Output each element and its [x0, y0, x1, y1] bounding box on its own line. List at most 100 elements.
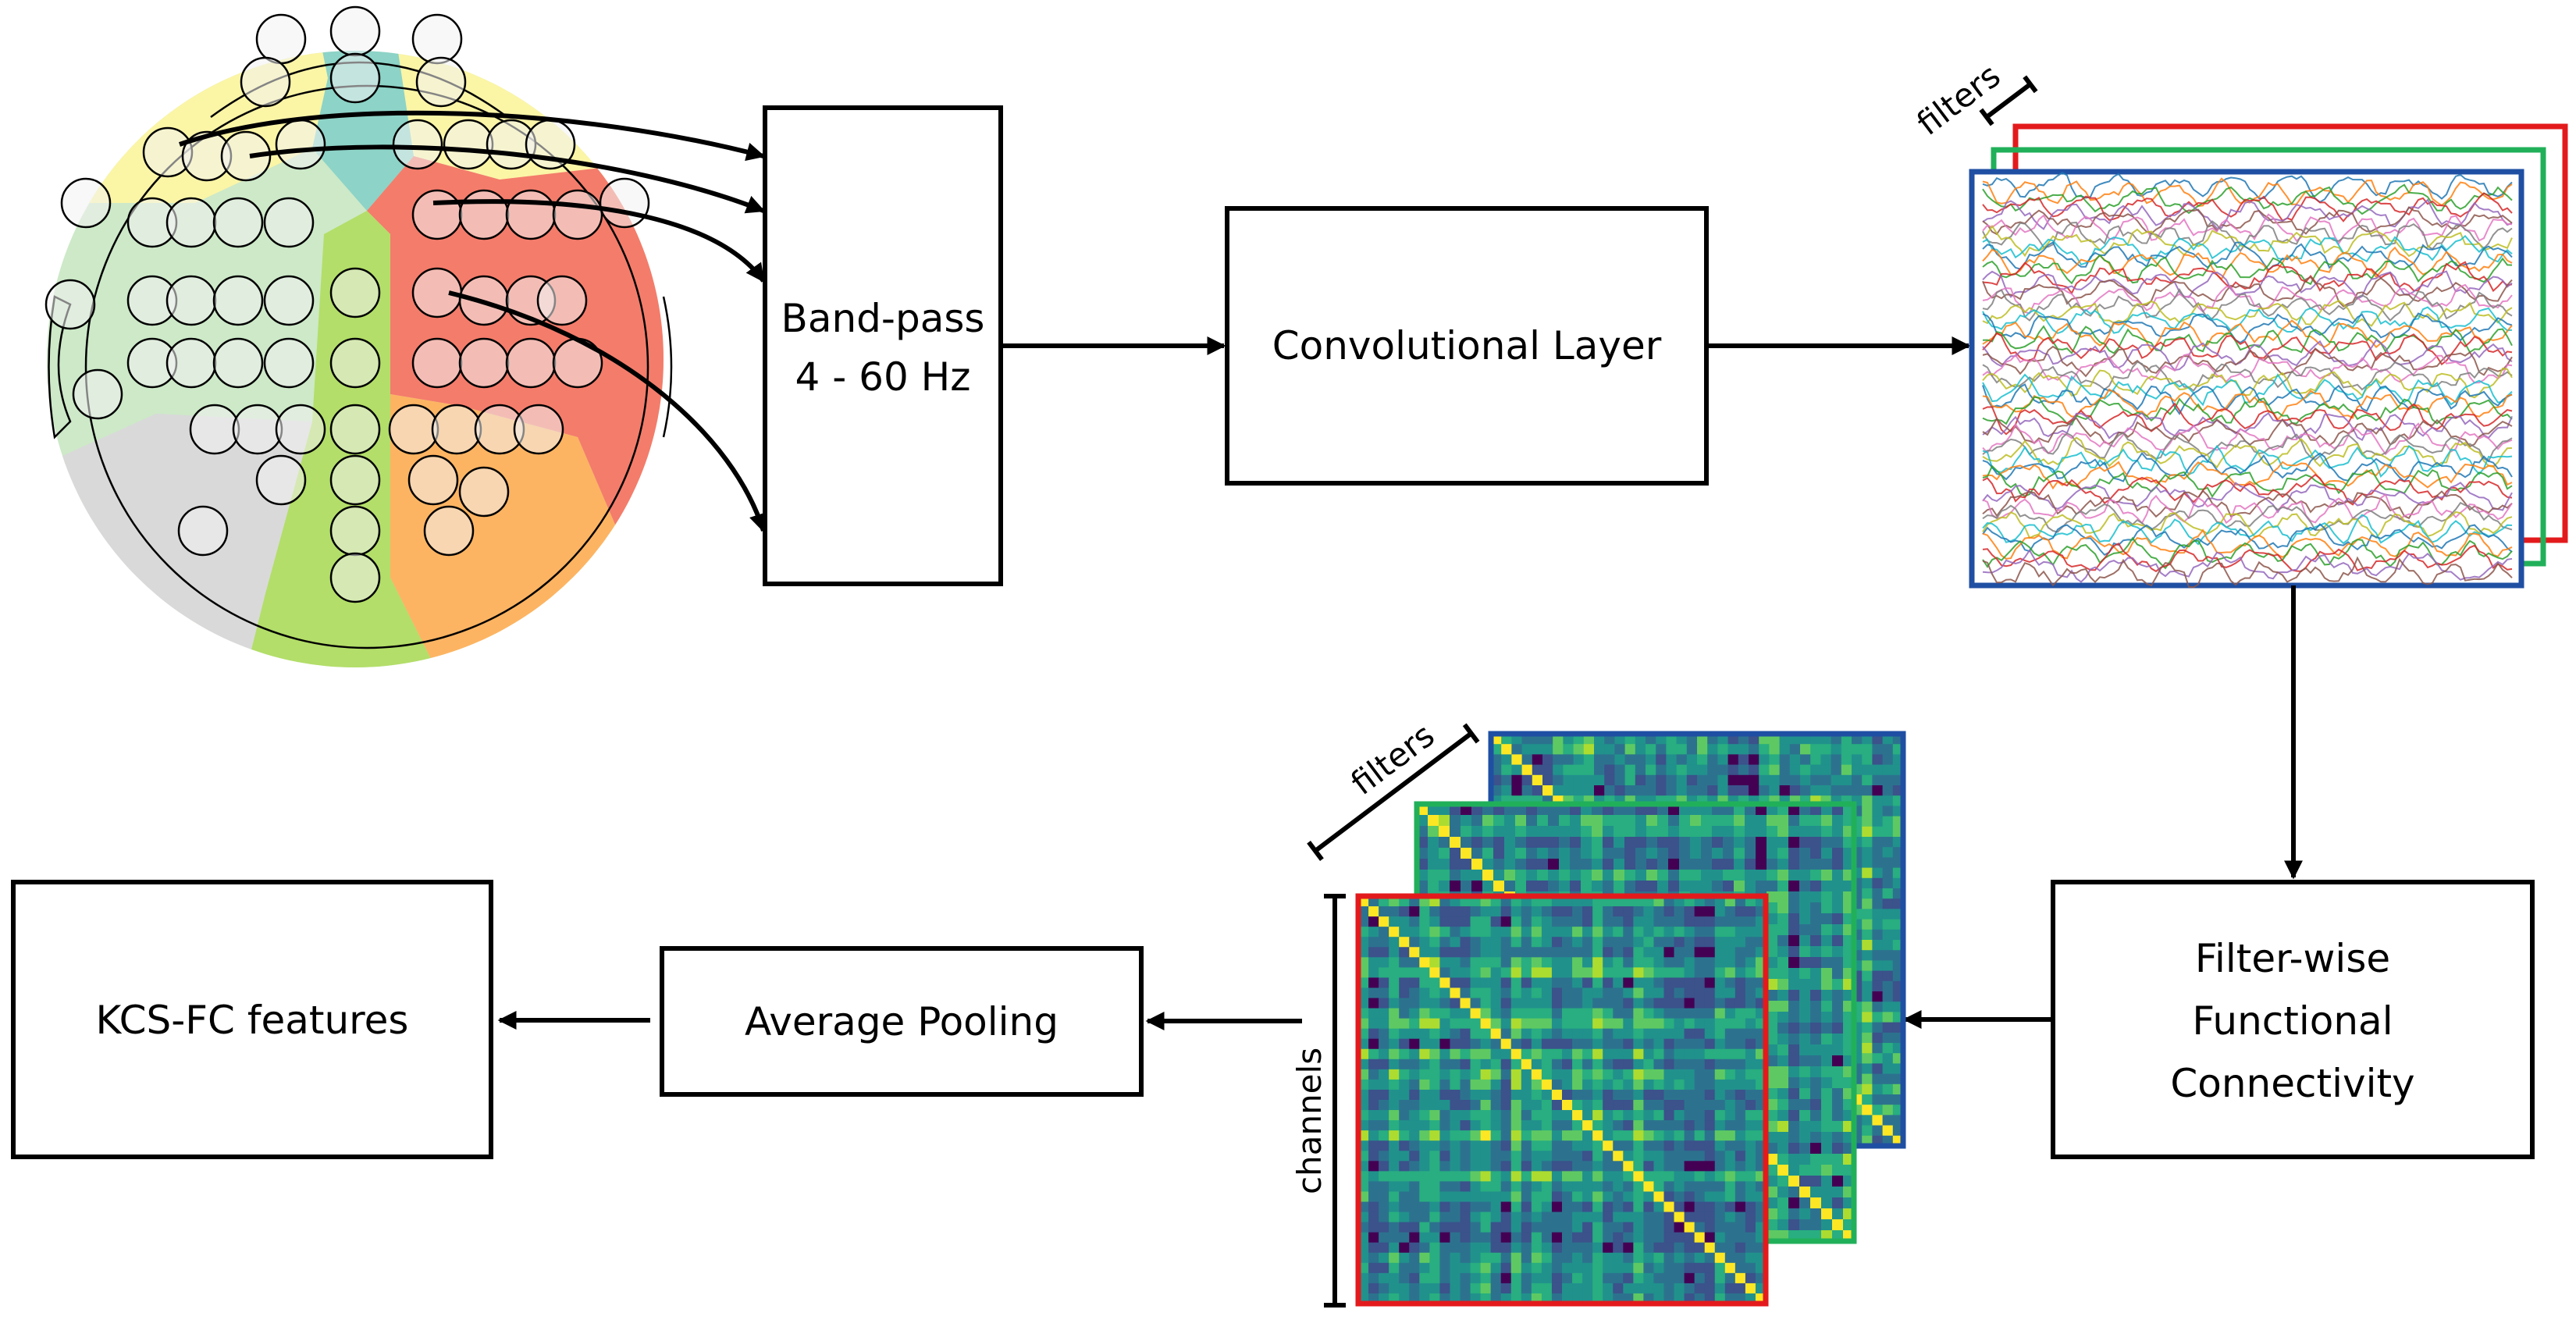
electrode-58	[423, 505, 475, 557]
electrode-19	[411, 189, 463, 240]
signal-trace-18	[1982, 300, 2513, 327]
curve-arrow-3	[432, 199, 766, 283]
eeg-signal-traces	[1982, 172, 2513, 589]
bandpass-rect	[763, 105, 1003, 586]
fc-label-1: Filter-wise	[2195, 936, 2390, 981]
fc-label-2: Functional	[2192, 998, 2393, 1044]
electrode-35	[165, 337, 217, 389]
electrode-26	[212, 275, 264, 326]
signal-trace-34	[1982, 411, 2513, 441]
electrode-52	[255, 454, 307, 506]
filtered-signal-stack: filters	[1910, 56, 2568, 589]
signal-trace-46	[1982, 493, 2513, 525]
electrode-44	[189, 404, 240, 455]
electrode-11	[443, 119, 494, 170]
curve-arrow-4	[448, 290, 767, 533]
conv-box: Convolutional Layer	[1225, 206, 1709, 486]
signal-trace-44	[1982, 482, 2513, 514]
conv-rect	[1225, 206, 1709, 486]
channels-label: channels	[1290, 1048, 1329, 1194]
kcs-label: KCS-FC features	[96, 998, 409, 1043]
filters-dimension-top	[1979, 75, 2038, 126]
signal-trace-24	[1982, 339, 2513, 372]
signal-trace-11	[1982, 246, 2513, 281]
electrode-14	[60, 177, 112, 229]
fc-box: Filter-wise Functional Connectivity	[2051, 880, 2535, 1159]
signal-trace-52	[1982, 536, 2513, 570]
electrode-56	[177, 505, 229, 557]
electrode-45	[232, 404, 283, 455]
electrode-49	[431, 404, 482, 455]
eeg-head-map	[44, 5, 673, 667]
signal-trace-55	[1982, 556, 2513, 589]
region-frontal-midline	[312, 51, 414, 211]
signal-trace-36	[1982, 422, 2513, 456]
kcs-box: KCS-FC features	[11, 880, 493, 1159]
filters-label-mid: filters	[1344, 716, 1442, 802]
electrode-55	[458, 466, 510, 518]
signal-trace-27	[1982, 361, 2513, 392]
signal-trace-12	[1982, 254, 2513, 286]
signal-trace-20	[1982, 312, 2513, 344]
signal-trace-43	[1982, 473, 2513, 506]
curve-arrow-1	[179, 110, 766, 162]
filters-dimension-mid	[1307, 723, 1480, 861]
signal-trace-17	[1982, 288, 2513, 322]
signal-trace-30	[1982, 383, 2513, 415]
electrode-28	[329, 267, 381, 318]
signal-trace-16	[1982, 283, 2513, 315]
bandpass-label-2: 4 - 60 Hz	[795, 354, 971, 400]
signal-trace-25	[1982, 345, 2513, 378]
kcs-rect	[11, 880, 493, 1159]
electrode-59	[329, 552, 381, 603]
signal-trace-42	[1982, 464, 2513, 498]
signal-trace-15	[1982, 276, 2513, 308]
signal-trace-40	[1982, 452, 2513, 482]
signal-trace-50	[1982, 523, 2513, 557]
pool-rect	[660, 946, 1144, 1097]
electrode-16	[165, 197, 217, 248]
electrode-27	[263, 275, 315, 326]
electrode-48	[388, 404, 439, 455]
electrode-47	[329, 404, 381, 455]
electrode-32	[536, 275, 588, 326]
right-ear	[662, 296, 673, 438]
signal-trace-41	[1982, 461, 2513, 490]
electrode-43	[72, 368, 123, 420]
electrode-38	[329, 337, 381, 389]
electrode-25	[165, 275, 217, 326]
matrix-red	[1355, 893, 1769, 1307]
electrode-8	[220, 130, 272, 182]
electrode-37	[263, 337, 315, 389]
filters-bar-top	[1985, 82, 2032, 119]
signal-trace-48	[1982, 511, 2513, 539]
signal-trace-7	[1982, 220, 2513, 253]
electrode-20	[458, 189, 510, 240]
electrode-5	[415, 56, 467, 108]
region-midline	[219, 211, 437, 667]
filters-bar-mid	[1314, 731, 1473, 853]
signal-trace-33	[1982, 402, 2513, 436]
electrode-51	[513, 404, 564, 455]
electrode-0	[255, 13, 307, 65]
matrix-red-frame	[1355, 893, 1769, 1307]
signal-trace-0	[1982, 172, 2513, 204]
curve-arrow-2	[249, 144, 766, 214]
electrode-23	[599, 177, 650, 229]
pool-label: Average Pooling	[745, 999, 1059, 1044]
signal-trace-37	[1982, 432, 2513, 463]
connectivity-matrix-stack: filters channels	[1290, 716, 1906, 1308]
electrode-33	[44, 279, 96, 330]
electrode-53	[329, 454, 381, 506]
electrode-57	[329, 505, 381, 557]
conv-label: Convolutional Layer	[1272, 323, 1662, 368]
signal-trace-38	[1982, 436, 2513, 469]
left-ear	[48, 295, 72, 439]
electrode-17	[212, 197, 264, 248]
electrode-18	[263, 197, 315, 248]
signal-trace-51	[1982, 528, 2513, 560]
electrode-10	[392, 119, 443, 170]
fc-rect	[2051, 880, 2535, 1159]
signal-trace-9	[1982, 234, 2513, 266]
